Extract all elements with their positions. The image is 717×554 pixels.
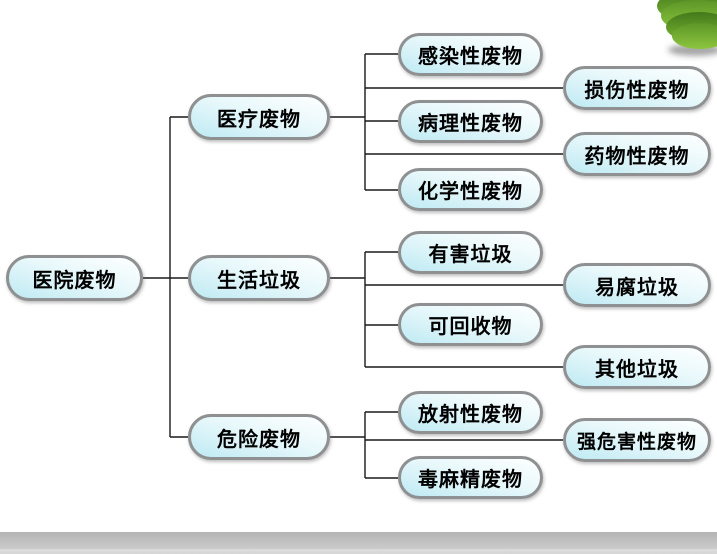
node-label: 其他垃圾: [595, 358, 679, 381]
node-highly-hazardous-waste: 强危害性废物: [563, 418, 711, 462]
node-label: 药物性废物: [584, 145, 690, 168]
node-pharmaceutical-waste: 药物性废物: [563, 132, 711, 176]
node-chemical-waste: 化学性废物: [398, 168, 543, 211]
node-label: 感染性废物: [418, 46, 523, 68]
node-label: 强危害性废物: [576, 431, 697, 453]
node-recyclable-garbage: 可回收物: [398, 303, 543, 346]
green-leaf-ball-icon: [657, 0, 717, 56]
node-radioactive-waste: 放射性废物: [398, 391, 543, 434]
node-domestic-garbage: 生活垃圾: [188, 255, 330, 301]
node-harmful-garbage: 有害垃圾: [398, 231, 543, 274]
node-sharps-waste: 损伤性废物: [563, 66, 711, 110]
node-label: 可回收物: [428, 316, 513, 338]
node-other-garbage: 其他垃圾: [563, 345, 711, 389]
node-label: 生活垃圾: [217, 269, 301, 292]
node-label: 病理性废物: [418, 113, 523, 135]
node-medical-waste: 医疗废物: [188, 94, 330, 140]
node-infectious-waste: 感染性废物: [398, 33, 543, 76]
connector-lines: [143, 53, 563, 479]
node-label: 损伤性废物: [584, 79, 690, 102]
node-label: 毒麻精废物: [418, 469, 523, 491]
node-label: 危险废物: [217, 428, 301, 451]
node-label: 化学性废物: [418, 181, 523, 203]
node-perishable-garbage: 易腐垃圾: [563, 263, 711, 307]
node-label: 医院废物: [32, 269, 117, 292]
node-pathological-waste: 病理性废物: [398, 100, 543, 143]
slide-bottom-bar: [0, 532, 717, 554]
node-label: 有害垃圾: [428, 244, 513, 266]
node-hospital-waste: 医院废物: [6, 255, 143, 301]
node-narcotic-psychotropic-waste: 毒麻精废物: [398, 456, 543, 499]
node-hazardous-waste: 危险废物: [188, 414, 330, 460]
node-label: 易腐垃圾: [595, 276, 679, 299]
node-label: 医疗废物: [217, 108, 301, 131]
node-label: 放射性废物: [418, 404, 523, 426]
